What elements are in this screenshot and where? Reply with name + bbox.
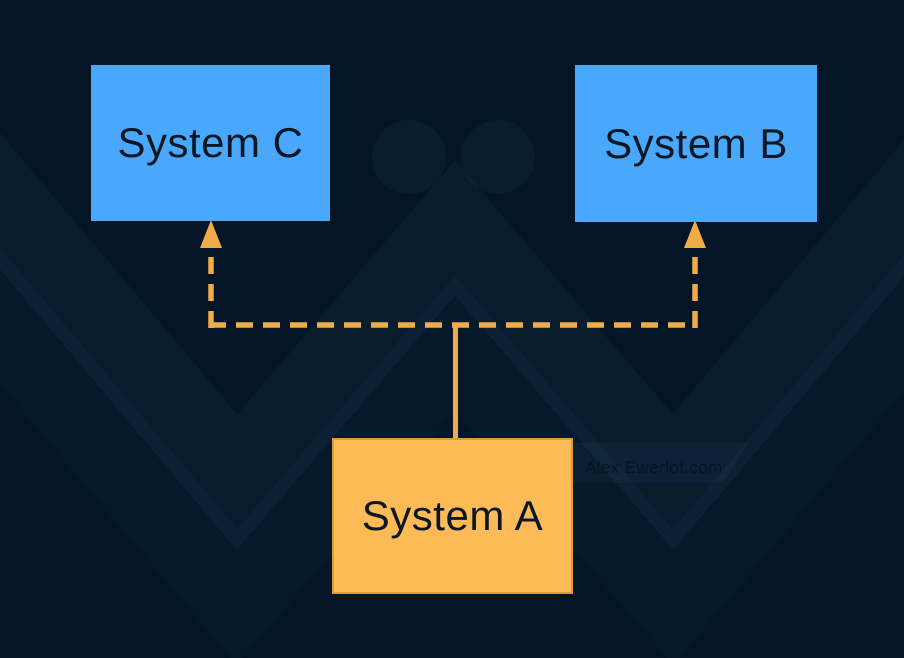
- node-system-c-label: System C: [117, 119, 304, 166]
- watermark-text: Alex Ewerlof.com: [585, 458, 723, 477]
- node-system-a: System A: [332, 438, 573, 594]
- node-system-c: System C: [91, 65, 330, 221]
- watermark-dot-right: [461, 120, 535, 194]
- watermark-w-shape: [0, 132, 904, 550]
- node-system-a-label: System A: [361, 492, 544, 539]
- arrowhead-to-system-c-icon: [200, 220, 222, 248]
- node-system-b: System B: [575, 65, 817, 222]
- arrowhead-to-system-b-icon: [684, 220, 706, 248]
- watermark-dot-left: [372, 120, 446, 194]
- node-system-b-label: System B: [604, 119, 788, 167]
